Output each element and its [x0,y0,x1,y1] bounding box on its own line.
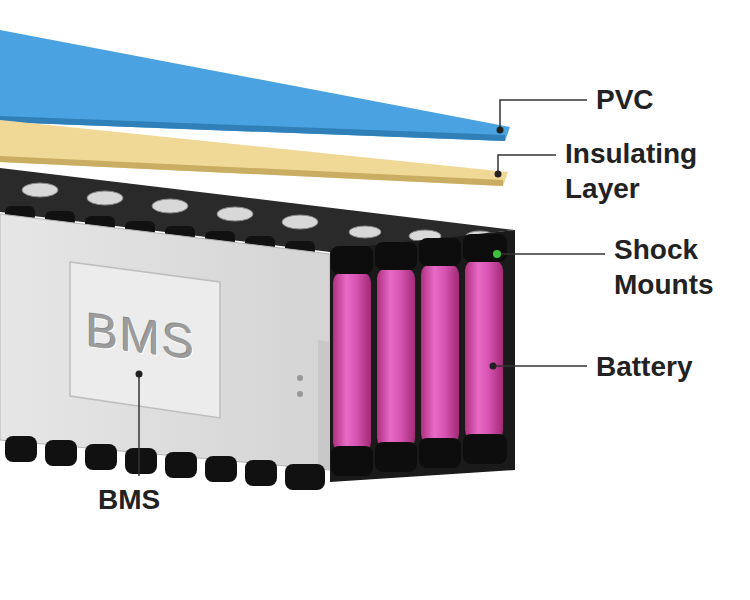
pvc-sheet [0,30,510,141]
insulating-sheet [0,120,508,186]
bottom-holders [5,436,325,490]
part-label: BMS [98,482,160,517]
plate-notch [318,340,330,470]
part-label: Insulating Layer [565,136,737,206]
side-plate [0,214,330,470]
end-face [330,230,515,482]
part-label: PVC [596,82,654,117]
leader-lines [139,100,605,476]
end-holders [331,234,507,476]
part-label: Shock Mounts [614,232,746,302]
part-label: Battery [596,349,692,384]
screw [297,391,303,397]
screw [297,375,303,381]
cells [333,260,503,452]
bms-board [70,262,220,418]
